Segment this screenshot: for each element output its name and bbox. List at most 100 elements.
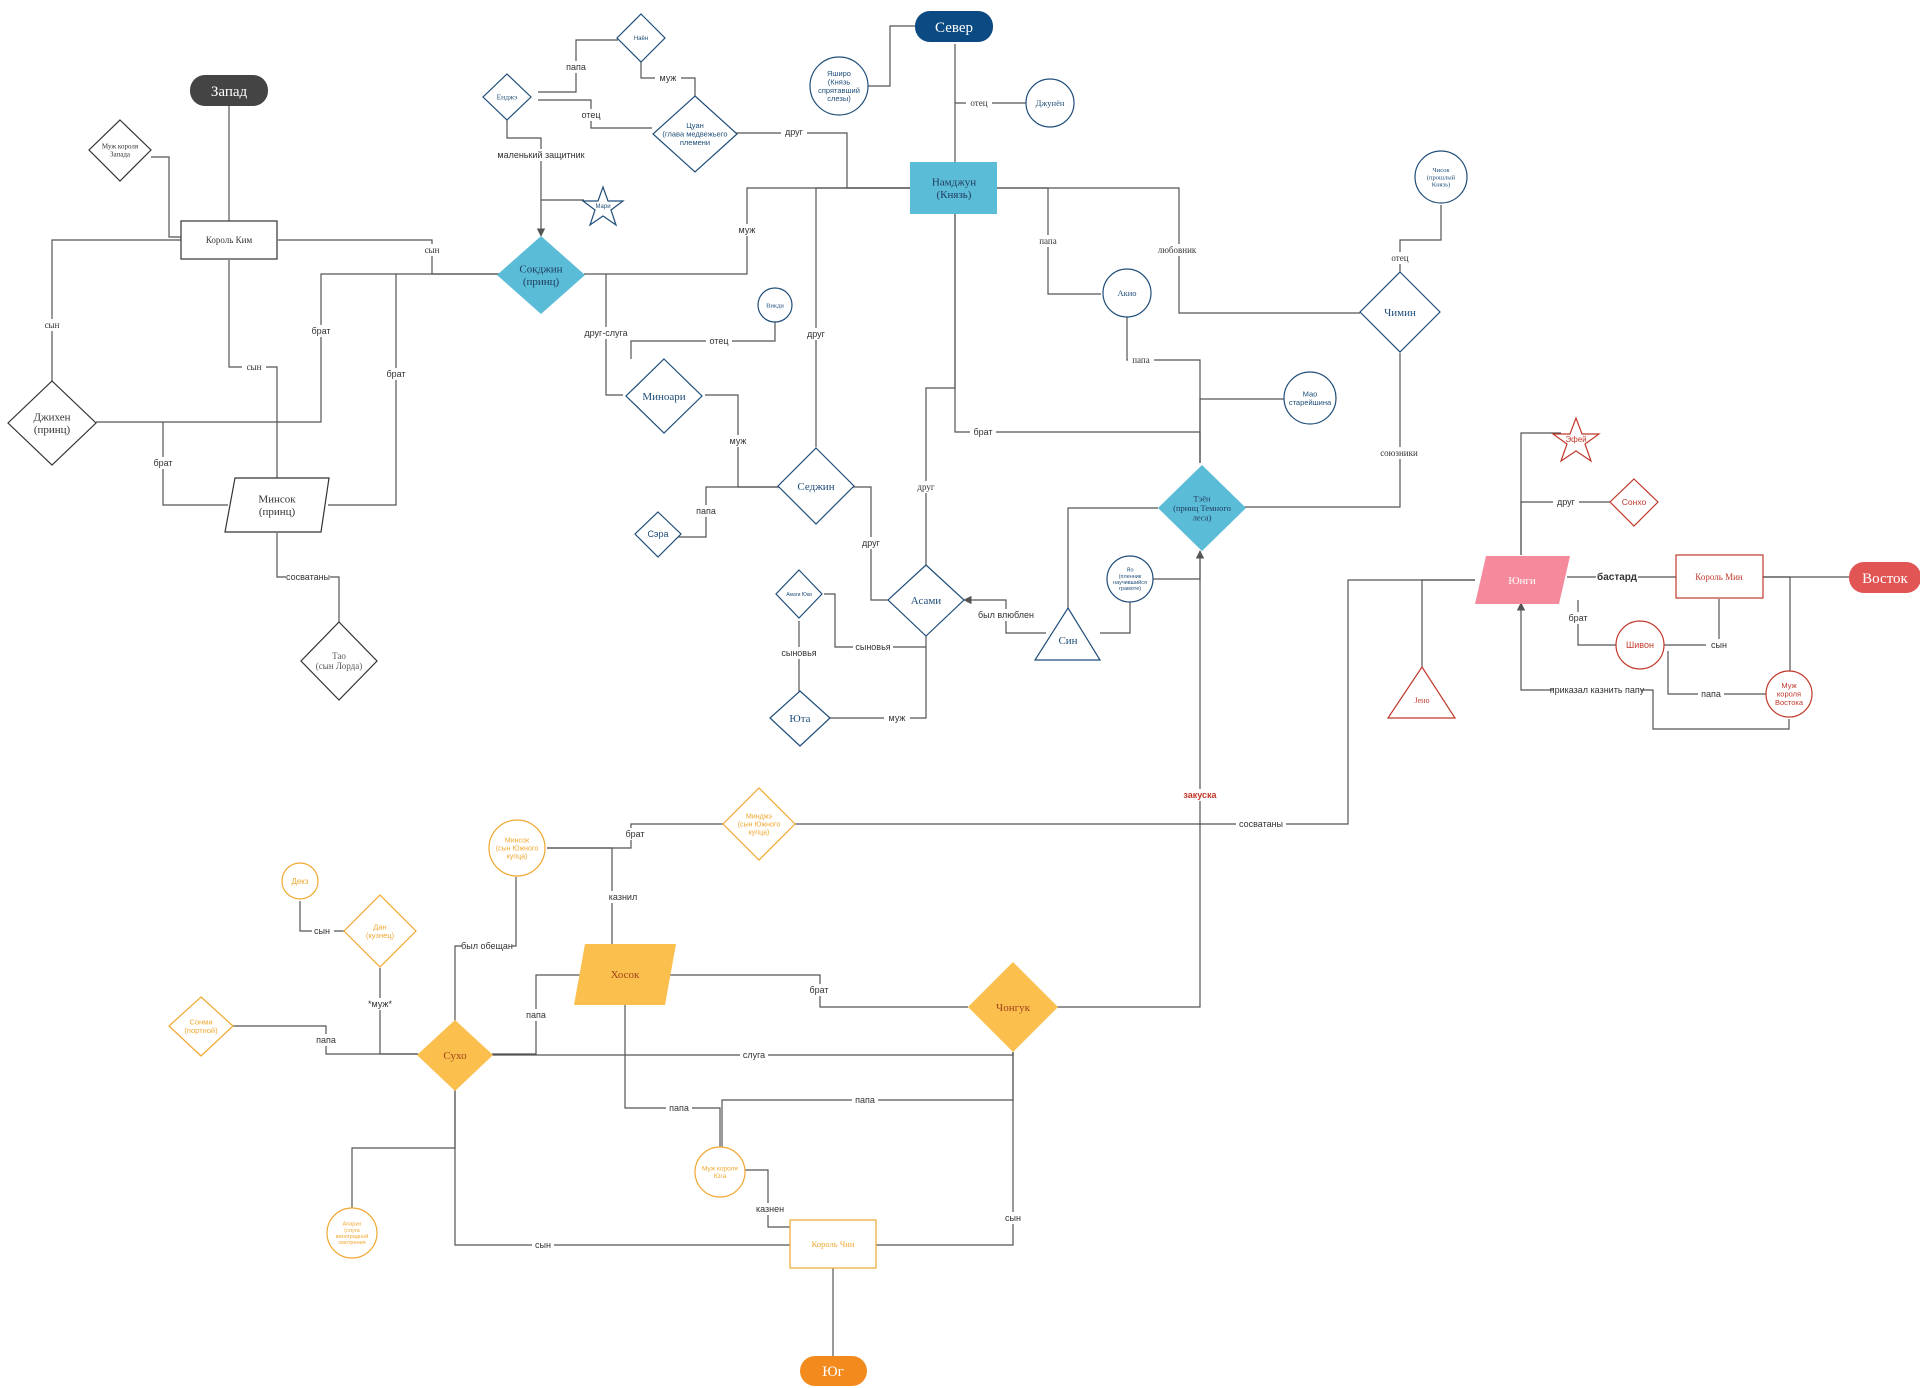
node-naen[interactable] — [616, 13, 666, 63]
node-shivon[interactable] — [1615, 620, 1665, 670]
region-west-pill[interactable] — [190, 75, 268, 106]
node-jin[interactable] — [7, 380, 97, 466]
node-asami[interactable] — [887, 564, 965, 637]
node-jun-label: Джунён — [1036, 98, 1065, 108]
label-friend-servant: друг-слуга — [584, 328, 627, 338]
label-husband-yuta-asami: муж — [889, 713, 906, 723]
label-friend-tsuan-namjun: друг — [785, 127, 804, 137]
node-chonguk[interactable] — [968, 962, 1058, 1052]
node-east-king-husband[interactable] — [1765, 670, 1813, 718]
node-naen-label: Наён — [634, 36, 648, 42]
node-king-chin-label: Король Чин — [812, 1239, 855, 1249]
label-executed-by: казнил — [609, 892, 637, 902]
node-yashiro[interactable] — [809, 56, 869, 116]
node-jeno[interactable] — [1386, 665, 1457, 719]
node-dex[interactable] — [281, 862, 319, 900]
node-tsuan[interactable] — [652, 95, 738, 173]
node-sonho[interactable] — [1609, 478, 1659, 527]
node-yuta[interactable] — [769, 690, 831, 747]
edge-labels: сын сын сын брат брат брат сосватаны пап… — [40, 61, 1732, 1251]
edge-suho-applesrv — [351, 1090, 456, 1212]
node-minoari[interactable] — [625, 358, 703, 434]
edge-jimin-tejon — [1244, 353, 1401, 508]
node-jimin[interactable] — [1359, 271, 1441, 353]
node-mari[interactable] — [581, 185, 625, 227]
edge-mao-tejon — [1199, 398, 1285, 463]
node-tejon[interactable] — [1158, 465, 1246, 551]
edge-tsuan-namjun — [735, 132, 910, 189]
label-friend-namjun-sejin: друг — [807, 329, 826, 339]
edge-southhusband-kingchin — [745, 1169, 790, 1228]
node-mao[interactable] — [1283, 371, 1337, 425]
node-yungi[interactable] — [1475, 556, 1570, 604]
node-yungi-label: Юнги — [1508, 575, 1536, 587]
label-dad-akio-tejon: папа — [1132, 355, 1150, 365]
node-namjun-label: Намджун(Князь) — [932, 177, 976, 201]
node-king-chin[interactable] — [789, 1219, 877, 1269]
node-sin[interactable] — [1033, 606, 1102, 661]
edge-yuta-asami — [828, 636, 927, 719]
node-minje[interactable] — [722, 787, 796, 861]
label-son-chonguk-kingchin: сын — [1005, 1213, 1021, 1223]
node-sokjin[interactable] — [497, 236, 585, 314]
node-sera-label: Сэра — [647, 529, 668, 539]
label-sons-amagi-yuta: сыновья — [781, 648, 816, 658]
node-king-min[interactable] — [1675, 554, 1764, 599]
edge-minsoksouth-hosok — [547, 847, 613, 945]
node-enje-label: Енджэ — [497, 93, 518, 102]
node-king-kim[interactable] — [180, 220, 278, 260]
label-son-kingkim-jin: сын — [45, 320, 60, 330]
label-friend-namjun-asami: друг — [917, 482, 934, 492]
node-minsok[interactable] — [224, 477, 330, 533]
node-namjun[interactable] — [910, 162, 997, 214]
label-brother-minsok-sokjin: брат — [386, 369, 405, 379]
edge-minsok-sokjin — [328, 274, 397, 506]
edge-kingmin-shivon — [1663, 599, 1720, 646]
node-enje[interactable] — [482, 73, 532, 121]
node-sejin[interactable] — [777, 447, 855, 525]
node-amagi[interactable] — [775, 569, 823, 619]
node-minsok-south[interactable] — [488, 819, 546, 877]
label-dad-sera-sejin: папа — [696, 506, 716, 516]
node-west-king-husband[interactable] — [88, 119, 152, 182]
node-sera[interactable] — [634, 511, 682, 558]
node-vikdi-label: Викди — [766, 302, 784, 309]
node-akio[interactable] — [1102, 268, 1152, 318]
node-jin-label: Джихен(принц) — [34, 412, 71, 436]
region-north-pill[interactable] — [915, 11, 993, 42]
node-asami-label: Асами — [911, 595, 942, 607]
node-jun[interactable] — [1025, 78, 1075, 128]
region-south-pill[interactable] — [800, 1356, 867, 1386]
node-suho[interactable] — [417, 1020, 493, 1091]
node-tao[interactable] — [300, 621, 378, 701]
edge-akio-tejon — [1126, 317, 1201, 463]
node-sonmi[interactable] — [168, 996, 234, 1057]
edge-minje-yungi — [794, 579, 1475, 825]
edge-enje-sokjin — [506, 120, 546, 237]
node-dan-label: Дан(кузнец) — [366, 922, 395, 939]
edge-jeno-yungi — [1421, 579, 1475, 668]
node-chisok[interactable] — [1414, 150, 1468, 204]
node-yao[interactable] — [1106, 555, 1154, 603]
label-husband-namjun-sokjin: муж — [739, 225, 756, 235]
label-allies-jimin-tejon: союзники — [1380, 448, 1418, 458]
region-east-pill[interactable] — [1849, 562, 1920, 593]
node-south-king-husband[interactable] — [694, 1146, 746, 1198]
label-friend-yungi-sonho: друг — [1557, 497, 1576, 507]
node-akio-label: Акио — [1117, 288, 1136, 298]
edge-jin-sokjin — [96, 273, 500, 423]
edge-yao-tejon — [1150, 550, 1205, 580]
node-hosok[interactable] — [574, 944, 676, 1005]
edge-vikdi-minoari — [630, 321, 776, 359]
label-brother-minsok-minje: брат — [625, 829, 644, 839]
node-suho-label: Сухо — [443, 1050, 467, 1062]
node-efei[interactable] — [1551, 416, 1601, 463]
node-dan[interactable] — [343, 894, 417, 968]
region-north-label: Север — [935, 20, 973, 36]
node-vikdi[interactable] — [757, 287, 793, 323]
node-apple-servant[interactable] — [326, 1207, 378, 1259]
